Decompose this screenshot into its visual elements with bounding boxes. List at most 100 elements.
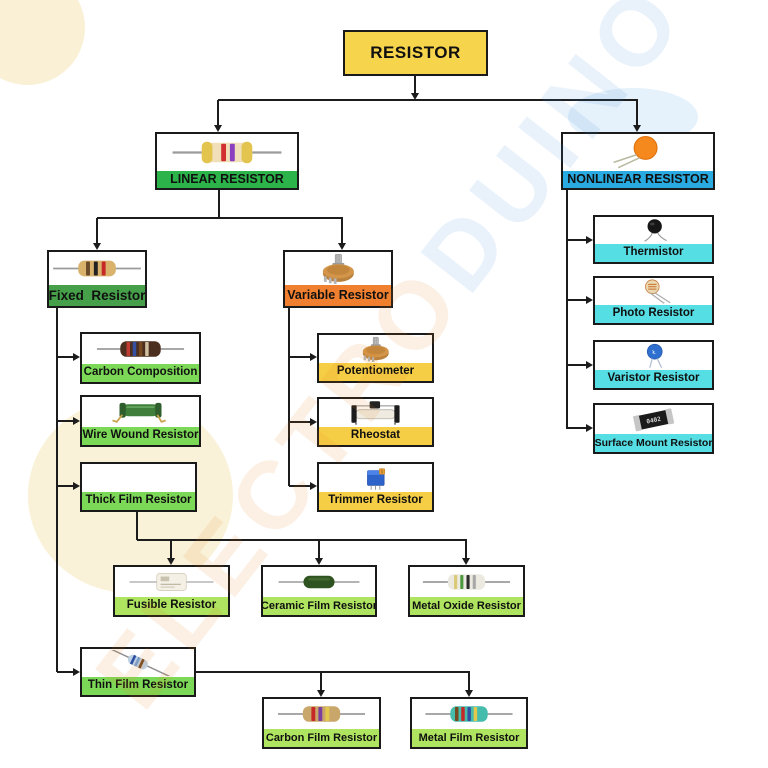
node-carbon-film-resistor: Carbon Film Resistor <box>262 697 381 749</box>
connector-line <box>137 539 467 541</box>
connector-line <box>57 420 74 422</box>
linear-resistor-label: LINEAR RESISTOR <box>157 171 297 188</box>
variable-resistor-image <box>285 252 391 285</box>
connector-line <box>97 217 343 219</box>
node-linear-resistor: LINEAR RESISTOR <box>155 132 299 190</box>
node-metal-film-resistor: Metal Film Resistor <box>410 697 528 749</box>
carbon-composition-label: Carbon Composition <box>82 364 199 382</box>
node-varistor-resistor: Varistor Resistor <box>593 340 714 390</box>
thick-film-resistor-label: Thick Film Resistor <box>82 492 195 510</box>
ceramic-film-resistor-label: Ceramic Film Resistor <box>261 597 377 615</box>
connector-line <box>56 308 58 672</box>
surface-mount-resistor-label: Surface Mount Resistor <box>595 434 712 452</box>
node-variable-resistor: Variable Resistor <box>283 250 393 308</box>
arrowhead-icon <box>73 416 80 425</box>
connector-line <box>57 356 74 358</box>
metal-film-resistor-image <box>412 699 526 729</box>
surface-mount-resistor-image: 0402 <box>595 405 712 434</box>
arrowhead-icon <box>464 690 473 697</box>
connector-line <box>217 100 219 126</box>
metal-oxide-resistor-label: Metal Oxide Resistor <box>410 597 523 615</box>
variable-resistor-label: Variable Resistor <box>285 285 391 306</box>
rheostat-label: Rheostat <box>319 427 432 445</box>
node-fixed-resistor: Fixed Resistor <box>47 250 147 308</box>
wire-wound-resistor-image <box>82 397 199 427</box>
connector-line <box>468 672 470 691</box>
nonlinear-resistor-label: NONLINEAR RESISTOR <box>563 171 713 188</box>
connector-line <box>636 100 638 126</box>
node-thin-film-resistor: Thin Film Resistor <box>80 647 196 697</box>
arrowhead-icon <box>316 690 325 697</box>
fusible-resistor-label: Fusible Resistor <box>115 597 228 615</box>
connector-line <box>57 671 74 673</box>
node-resistor: RESISTOR <box>343 30 488 76</box>
node-potentiometer: Potentiometer <box>317 333 434 383</box>
varistor-resistor-label: Varistor Resistor <box>595 370 712 388</box>
node-thick-film-resistor: Thick Film Resistor <box>80 462 197 512</box>
ceramic-film-resistor-image <box>263 567 375 597</box>
metal-film-resistor-label: Metal Film Resistor <box>412 729 526 747</box>
arrowhead-icon <box>461 558 470 565</box>
trimmer-resistor-image <box>319 464 432 492</box>
photo-resistor-image <box>595 278 712 305</box>
potentiometer-image <box>319 335 432 363</box>
arrowhead-icon <box>73 481 80 490</box>
arrowhead-icon <box>586 360 593 369</box>
arrowhead-icon <box>586 295 593 304</box>
carbon-composition-image <box>82 334 199 364</box>
metal-oxide-resistor-image <box>410 567 523 597</box>
potentiometer-label: Potentiometer <box>319 363 432 381</box>
node-trimmer-resistor: Trimmer Resistor <box>317 462 434 512</box>
thick-film-resistor-image <box>82 464 195 492</box>
connector-line <box>289 356 310 358</box>
carbon-film-resistor-image <box>264 699 379 729</box>
node-thermistor: Thermistor <box>593 215 714 264</box>
linear-resistor-image <box>157 134 297 171</box>
connector-line <box>218 190 220 218</box>
connector-line <box>170 540 172 559</box>
thin-film-resistor-image <box>82 649 194 677</box>
connector-line <box>414 76 416 95</box>
svg-text:0402: 0402 <box>646 416 662 426</box>
wire-wound-resistor-label: Wire Wound Resistor <box>82 427 199 445</box>
connector-line <box>96 218 98 244</box>
connector-line <box>288 308 290 486</box>
arrowhead-icon <box>410 93 419 100</box>
trimmer-resistor-label: Trimmer Resistor <box>319 492 432 510</box>
arrowhead-icon <box>632 125 641 132</box>
connector-line <box>318 540 320 559</box>
node-ceramic-film-resistor: Ceramic Film Resistor <box>261 565 377 617</box>
node-surface-mount-resistor: 0402 Surface Mount Resistor <box>593 403 714 454</box>
connector-line <box>566 190 568 429</box>
connector-line <box>465 540 467 559</box>
node-metal-oxide-resistor: Metal Oxide Resistor <box>408 565 525 617</box>
connector-line <box>136 512 138 540</box>
connector-line <box>218 99 638 101</box>
arrowhead-icon <box>586 423 593 432</box>
carbon-film-resistor-label: Carbon Film Resistor <box>264 729 379 747</box>
arrowhead-icon <box>586 235 593 244</box>
arrowhead-icon <box>213 125 222 132</box>
connector-line <box>289 485 310 487</box>
connector-line <box>289 421 310 423</box>
thermistor-image <box>595 217 712 244</box>
fixed-resistor-image <box>49 252 145 285</box>
arrowhead-icon <box>310 417 317 426</box>
connector-line <box>567 239 586 241</box>
arrowhead-icon <box>73 352 80 361</box>
connector-line <box>567 299 586 301</box>
connector-line <box>567 427 586 429</box>
arrowhead-icon <box>73 667 80 676</box>
fusible-resistor-image <box>115 567 228 597</box>
connector-line <box>567 364 586 366</box>
connector-line <box>57 485 74 487</box>
arrowhead-icon <box>310 352 317 361</box>
node-nonlinear-resistor: NONLINEAR RESISTOR <box>561 132 715 190</box>
node-fusible-resistor: Fusible Resistor <box>113 565 230 617</box>
arrowhead-icon <box>310 481 317 490</box>
node-photo-resistor: Photo Resistor <box>593 276 714 325</box>
fixed-resistor-label: Fixed Resistor <box>49 285 145 306</box>
nonlinear-resistor-image <box>563 134 713 171</box>
rheostat-image <box>319 399 432 427</box>
